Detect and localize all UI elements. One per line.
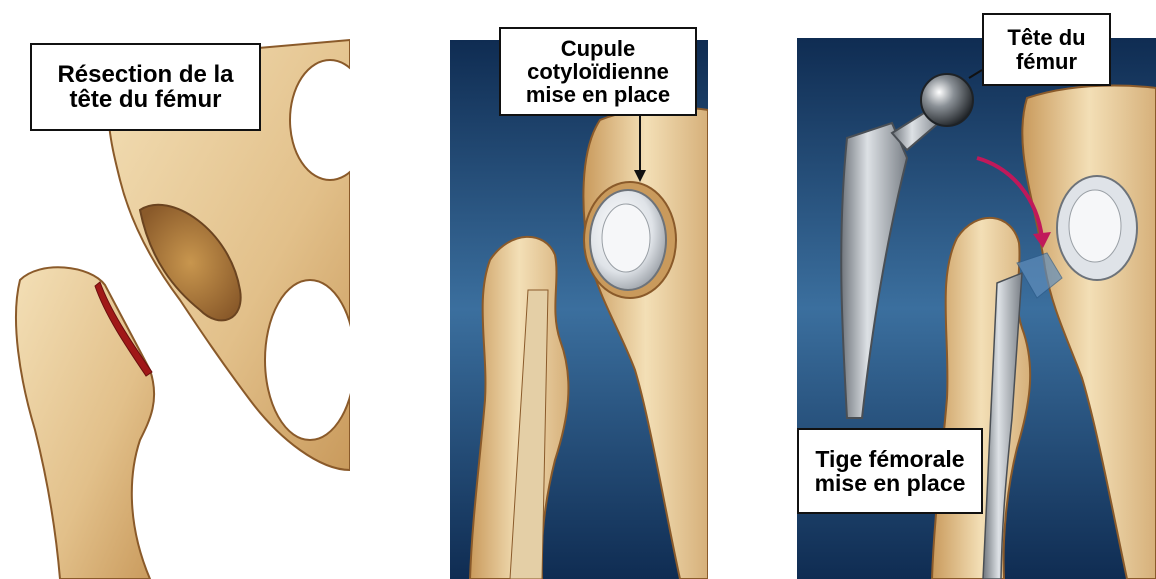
label-tige-line-1: Tige fémorale bbox=[815, 447, 964, 471]
cup-liner bbox=[602, 204, 650, 272]
femur-bone bbox=[16, 267, 154, 579]
label-tete-line-2: fémur bbox=[1016, 50, 1077, 73]
femoral-head-ball bbox=[921, 74, 973, 126]
label-cupule: Cupule cotyloïdienne mise en place bbox=[499, 27, 697, 116]
label-cupule-line-3: mise en place bbox=[526, 83, 670, 106]
label-cupule-line-1: Cupule bbox=[561, 37, 636, 60]
label-tete-line-1: Tête du bbox=[1007, 26, 1085, 49]
label-cupule-line-2: cotyloïdienne bbox=[527, 60, 669, 83]
cupule-illustration bbox=[450, 40, 708, 579]
label-resection-line-1: Résection de la bbox=[57, 62, 233, 87]
label-resection: Résection de la tête du fémur bbox=[30, 43, 261, 131]
label-tete: Tête du fémur bbox=[982, 13, 1111, 86]
label-tige: Tige fémorale mise en place bbox=[797, 428, 983, 514]
pelvis-foramen bbox=[265, 280, 350, 440]
panel-cupule bbox=[450, 40, 708, 579]
label-tige-line-2: mise en place bbox=[815, 471, 966, 495]
label-resection-line-2: tête du fémur bbox=[69, 87, 221, 112]
cup-liner bbox=[1069, 190, 1121, 262]
